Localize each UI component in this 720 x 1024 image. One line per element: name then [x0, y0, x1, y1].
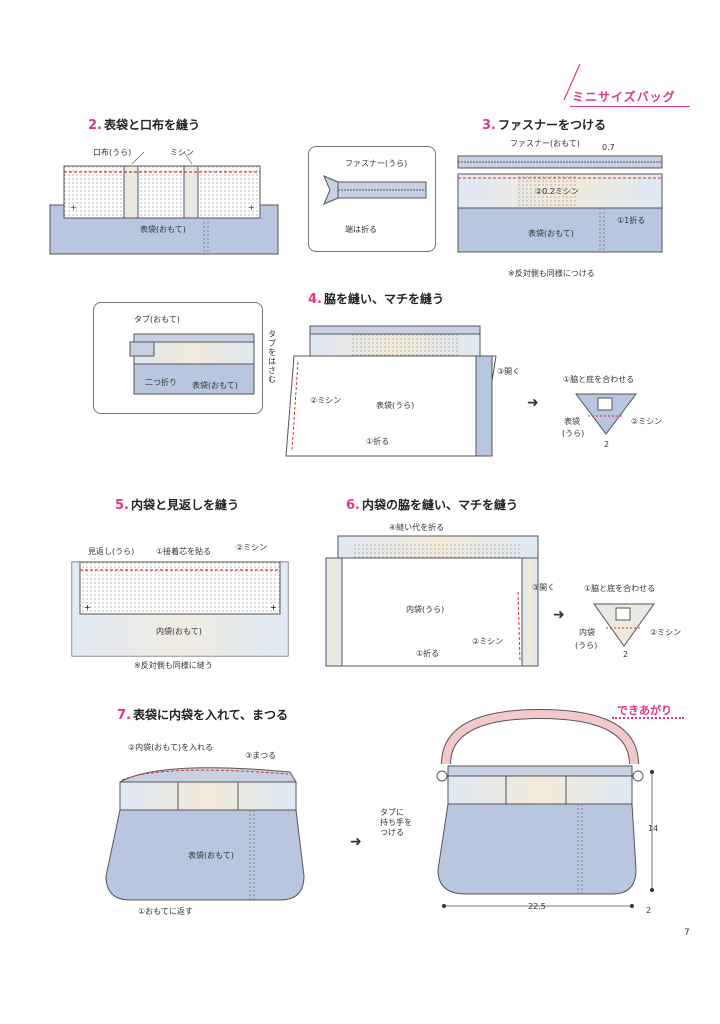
step6-illustration: [325, 535, 539, 667]
step7-omote-label: 表袋(おもて): [188, 851, 234, 860]
tab-hasamu-label: タブをはさむ: [268, 330, 276, 384]
step3-illustration: [457, 155, 663, 253]
step3-omote-label: 表袋(おもて): [528, 229, 574, 238]
arrow-right-icon: ➜: [350, 834, 362, 850]
step4-illustration: [285, 325, 497, 457]
secchaku-label: ①接着芯を貼る: [156, 547, 212, 556]
step6-uchi-label: 内袋(うら): [406, 605, 445, 614]
finished-tab-label: タブに持ち手をつける: [380, 808, 412, 837]
gusset-omote-label: 表袋: [564, 417, 580, 426]
fastener-ura-label: ファスナー(うら): [345, 159, 408, 168]
mishin-label: ミシン: [170, 148, 194, 157]
arrow-right-icon: ➜: [527, 395, 539, 411]
step6-gusset: [593, 603, 655, 647]
gap-label: 0.7: [602, 143, 615, 152]
step4-waki-label: ①脇と底を合わせる: [563, 375, 635, 384]
step5-heading: 5.内袋と見返しを縫う: [115, 498, 239, 513]
mishin-02-label: ②0.2ミシン: [535, 187, 579, 196]
svg-text:+: +: [248, 203, 255, 212]
header-underline: [570, 106, 690, 107]
step6-waki-label: ①脇と底を合わせる: [584, 584, 656, 593]
step6-oru-label: ①折る: [416, 649, 440, 658]
ireru-label: ②内袋(おもて)を入れる: [128, 743, 214, 752]
oru-label: ①1折る: [617, 216, 646, 225]
matsuru-label: ③まつる: [245, 751, 277, 760]
futatsuori-label: 二つ折り: [145, 378, 177, 387]
svg-text:+: +: [84, 603, 91, 612]
hashi-label: 端は折る: [345, 225, 377, 234]
page-header-title: ミニサイズバッグ: [572, 90, 676, 104]
step6-hiraku-label: ③開く: [532, 583, 556, 592]
svg-text:+: +: [70, 203, 77, 212]
step7-heading: 7.表袋に内袋を入れて、まつる: [117, 708, 289, 723]
step6-gusset-mishin-label: ②ミシン: [650, 628, 682, 637]
step6-mishin-label: ②ミシン: [472, 637, 504, 646]
step4-hiraku-label: ③開く: [497, 367, 521, 376]
step3-note: ※反対側も同様につける: [508, 269, 595, 278]
step4-ura-label: 表袋(うら): [376, 401, 415, 410]
mikaeshi-label: 見返し(うら): [88, 547, 135, 556]
arrow-right-icon: ➜: [553, 607, 565, 623]
svg-text:+: +: [270, 603, 277, 612]
width-dim-label: 22.5: [528, 902, 546, 911]
header-slash-icon: [563, 63, 581, 101]
step5-mishin-label: ②ミシン: [236, 543, 268, 552]
step3-heading: 3.ファスナーをつける: [482, 118, 606, 133]
step2-illustration: ++: [49, 151, 279, 255]
kuchinuno-label: 口布(うら): [93, 148, 132, 157]
gusset-dim-label: 2: [604, 440, 610, 449]
gusset-ura-label: (うら): [562, 429, 585, 438]
step4-oru-label: ①折る: [366, 437, 390, 446]
depth-dim-label: 2: [646, 906, 652, 915]
step6-gusset-ura-label: (うら): [575, 641, 598, 650]
step5-note: ※反対側も同様に縫う: [134, 661, 213, 670]
tab-omote-label: タブ(おもて): [134, 315, 180, 324]
fastener-detail: [323, 175, 427, 205]
step7-illustration: [105, 767, 305, 901]
step6-heading: 6.内袋の脇を縫い、マチを縫う: [346, 498, 518, 513]
kaesu-label: ①おもてに返す: [138, 907, 193, 916]
tab-detail-omote-label: 表袋(おもて): [192, 381, 238, 390]
omote-label: 表袋(おもて): [140, 225, 186, 234]
nuishiro-label: ④縫い代を折る: [389, 523, 445, 532]
step6-gusset-uchi-label: 内袋: [579, 628, 595, 637]
uchi-omote-label: 内袋(おもて): [156, 627, 202, 636]
step2-heading: 2.表袋と口布を縫う: [88, 118, 200, 133]
page-number: 7: [684, 928, 690, 938]
tab-detail: [129, 333, 255, 395]
step4-mishin-label: ②ミシン: [310, 396, 342, 405]
step5-illustration: ++: [71, 561, 289, 657]
step4-gusset: [575, 393, 637, 435]
finished-underline: [612, 717, 684, 719]
step6-gusset-dim-label: 2: [623, 650, 629, 659]
height-dim-label: 14: [648, 824, 659, 833]
gusset-mishin-label: ②ミシン: [631, 417, 663, 426]
finished-bag: [436, 708, 654, 908]
step4-heading: 4.脇を縫い、マチを縫う: [308, 292, 444, 307]
fastener-omote-label: ファスナー(おもて): [510, 139, 580, 148]
finished-title: できあがり: [617, 704, 672, 717]
